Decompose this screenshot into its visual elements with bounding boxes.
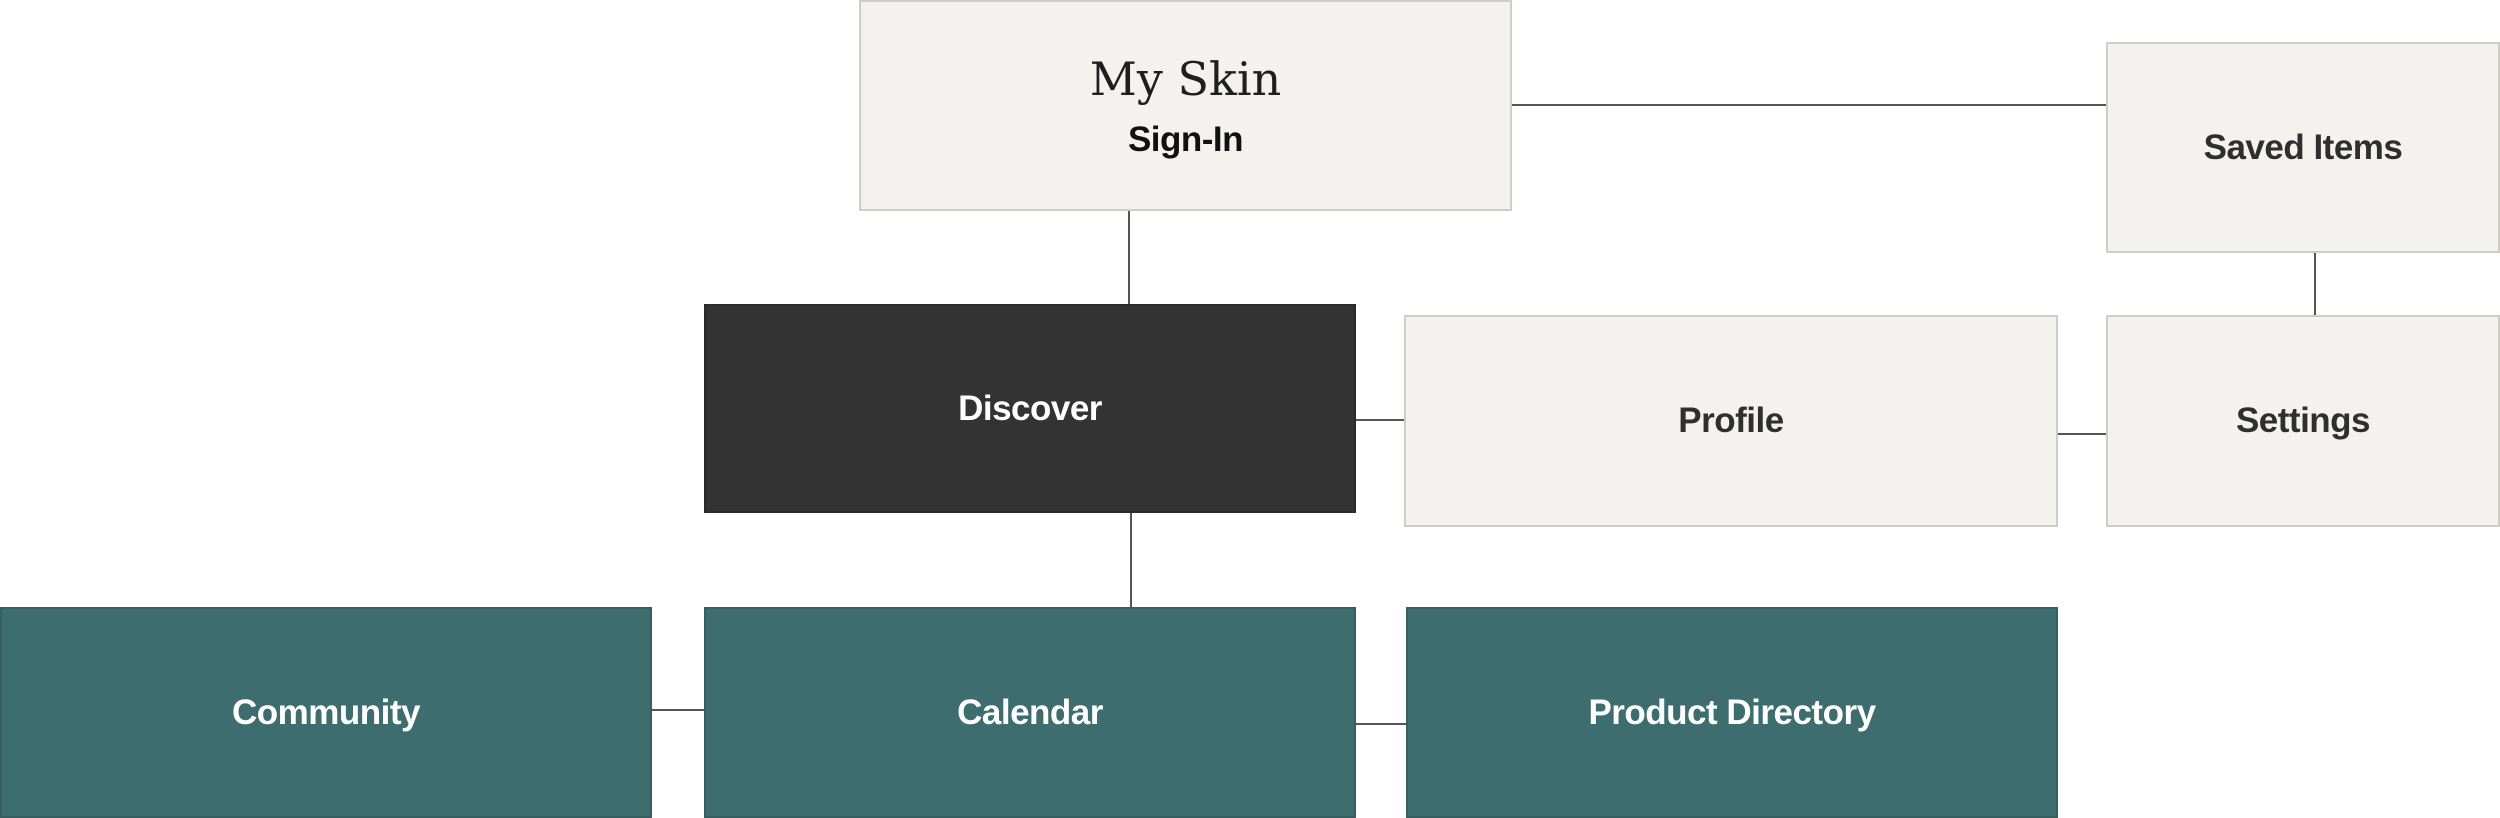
node-discover[interactable]: Discover: [704, 304, 1356, 513]
node-label: Profile: [1678, 401, 1784, 440]
node-label: Discover: [958, 388, 1102, 428]
node-sign-in[interactable]: My Skin Sign-In: [859, 0, 1512, 211]
connector-calendar-product: [1356, 723, 1406, 725]
connector-signin-discover: [1128, 211, 1130, 304]
node-label: Calendar: [957, 692, 1103, 732]
node-saved-items[interactable]: Saved Items: [2106, 42, 2500, 253]
node-calendar[interactable]: Calendar: [704, 607, 1356, 818]
brand-logo-text: My Skin: [1089, 51, 1282, 106]
connector-discover-calendar: [1130, 513, 1132, 607]
node-label: Sign-In: [1127, 119, 1244, 159]
connector-saved-settings: [2314, 253, 2316, 315]
node-profile[interactable]: Profile: [1404, 315, 2058, 527]
node-label: Community: [232, 692, 421, 732]
connector-profile-settings: [2058, 433, 2106, 435]
connector-community-calendar: [652, 709, 704, 711]
connector-discover-profile: [1356, 419, 1404, 421]
node-label: Product Directory: [1588, 692, 1876, 732]
node-community[interactable]: Community: [0, 607, 652, 818]
node-label: Settings: [2235, 401, 2371, 440]
node-label: Saved Items: [2203, 127, 2403, 167]
node-settings[interactable]: Settings: [2106, 315, 2500, 527]
connector-signin-saved: [1512, 104, 2106, 106]
node-product-directory[interactable]: Product Directory: [1406, 607, 2058, 818]
